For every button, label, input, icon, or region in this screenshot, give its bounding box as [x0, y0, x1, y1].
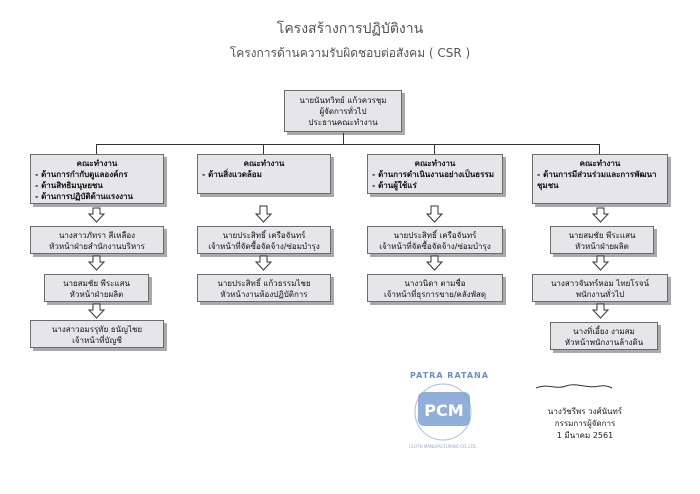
team-item: - ด้านผู้ใช้แร่	[372, 181, 417, 190]
signer-name: นางวัชรีพร วงศ์นันทร์	[547, 407, 623, 416]
team-box-governance: คณะทำงาน - ด้านการกำกับดูแลองค์กร - ด้าน…	[30, 154, 164, 204]
down-arrow-icon	[87, 303, 106, 319]
connector-trunk	[343, 133, 344, 145]
connector-bus	[96, 144, 600, 145]
down-arrow-icon	[591, 303, 610, 319]
person-name: นายสมชัย พีระแสน	[63, 279, 130, 288]
person-title: หัวหน้าฝ่ายผลิต	[69, 290, 124, 299]
team-item: - ด้านการกำกับดูแลองค์กร	[35, 170, 128, 179]
page-title: โครงสร้างการปฏิบัติงาน	[276, 21, 424, 37]
person-name: นายประสิทธิ์ เครือจันทร์	[393, 231, 477, 240]
down-arrow-icon	[425, 205, 444, 223]
person-name: นายสมชัย พีระแสน	[568, 231, 636, 240]
connector-col3	[434, 144, 435, 154]
person-box: นางสาวอมรรุทัย ธนัญไชย เจ้าหน้าที่บัญชี	[30, 320, 164, 348]
person-title: เจ้าหน้าที่จัดซื้อจัดจ้าง/ซ่อมบำรุง	[379, 242, 491, 251]
team-heading: คณะทำงาน	[76, 159, 118, 168]
team-heading: คณะทำงาน	[243, 159, 285, 168]
person-title: หัวหน้างานห้องปฏิบัติการ	[220, 290, 308, 299]
down-arrow-icon	[591, 255, 610, 271]
company-logo: PCM CLOTH MANUFACTURING CO.,LTD.	[409, 383, 477, 449]
person-name: นางสาวภัทรา สีเหลือง	[58, 231, 136, 240]
team-box-community: คณะทำงาน - ด้านการมีส่วนร่วมและการพัฒนา …	[532, 154, 668, 204]
page-subtitle: โครงการด้านความรับผิดชอบต่อสังคม ( CSR )	[229, 46, 471, 60]
down-arrow-icon	[254, 255, 273, 271]
person-box: นางทิ่เอี้ยง งามสม หัวหน้าพนักงานล้างดิน	[550, 322, 658, 350]
person-title: เจ้าหน้าที่บัญชี	[72, 336, 122, 345]
down-arrow-icon	[87, 207, 106, 223]
connector-col4	[599, 144, 600, 154]
person-box: นายประสิทธิ์ เครือจันทร์ เจ้าหน้าที่จัดซ…	[367, 226, 503, 254]
person-box: นางวนิดา ตามชื่อ เจ้าหน้าที่ธุรการขาย/คล…	[367, 274, 503, 302]
person-box: นายประสิทธิ์ เครือจันทร์ เจ้าหน้าที่จัดซ…	[197, 226, 331, 254]
connector-col1	[96, 144, 97, 154]
down-arrow-icon	[254, 205, 273, 223]
person-title: หัวหน้าฝ่ายผลิต	[575, 242, 629, 251]
person-box: นายสมชัย พีระแสน หัวหน้าฝ่ายผลิต	[550, 226, 654, 254]
team-heading: คณะทำงาน	[579, 159, 621, 168]
chairman-box: นายนันทวิทย์ แก้วควรชุม ผู้จัดการทั่วไป …	[284, 90, 402, 132]
person-name: นางทิ่เอี้ยง งามสม	[573, 327, 635, 336]
down-arrow-icon	[87, 255, 106, 271]
team-item: - ด้านการปฏิบัติด้านแรงงาน	[35, 192, 133, 201]
chairman-position: ผู้จัดการทั่วไป	[319, 107, 367, 116]
person-title: เจ้าหน้าที่ธุรการขาย/คลังพัสดุ	[383, 290, 487, 299]
team-box-fair-operations: คณะทำงาน - ด้านการดำเนินงานอย่างเป็นธรรม…	[367, 154, 503, 194]
down-arrow-icon	[591, 207, 610, 223]
logo-ring-text: CLOTH MANUFACTURING CO.,LTD.	[409, 444, 477, 449]
person-name: นางวนิดา ตามชื่อ	[404, 279, 466, 288]
person-box: นางสาวจันทร์หอม ไทยโรจน์ พนักงานทั่วไป	[532, 274, 668, 302]
team-heading: คณะทำงาน	[414, 159, 456, 168]
person-title: หัวหน้าพนักงานล้างดิน	[564, 338, 644, 347]
team-item: - ด้านสิ่งแวดล้อม	[202, 170, 262, 179]
team-item: ชุมชน	[537, 181, 559, 190]
person-name: นายประสิทธิ์ แก้วธรรมไชย	[217, 279, 311, 288]
person-name: นายประสิทธิ์ เครือจันทร์	[222, 231, 306, 240]
team-item: - ด้านการมีส่วนร่วมและการพัฒนา	[537, 170, 657, 179]
person-name: นางสาวจันทร์หอม ไทยโรจน์	[550, 279, 650, 288]
signer-position: กรรมการผู้จัดการ	[554, 419, 616, 428]
chairman-role: ประธานคณะทำงาน	[308, 118, 378, 127]
person-box: นายประสิทธิ์ แก้วธรรมไชย หัวหน้างานห้องป…	[197, 274, 331, 302]
person-title: หัวหน้าฝ่ายสำนักงานบริหาร	[49, 242, 145, 251]
chairman-name: นายนันทวิทย์ แก้วควรชุม	[299, 96, 387, 105]
person-box: นายสมชัย พีระแสน หัวหน้าฝ่ายผลิต	[44, 274, 149, 302]
person-box: นางสาวภัทรา สีเหลือง หัวหน้าฝ่ายสำนักงาน…	[30, 226, 164, 254]
sign-date: 1 มีนาคม 2561	[556, 431, 614, 440]
person-title: เจ้าหน้าที่จัดซื้อจัดจ้าง/ซ่อมบำรุง	[208, 242, 320, 251]
person-name: นางสาวอมรรุทัย ธนัญไชย	[51, 325, 143, 334]
team-item: - ด้านการดำเนินงานอย่างเป็นธรรม	[372, 170, 495, 179]
team-item: - ด้านสิทธิมนุษยชน	[35, 181, 103, 190]
down-arrow-icon	[425, 255, 444, 271]
connector-col2	[263, 144, 264, 154]
team-box-environment: คณะทำงาน - ด้านสิ่งแวดล้อม	[197, 154, 331, 194]
person-title: พนักงานทั่วไป	[575, 290, 625, 299]
logo-monogram: PCM	[424, 401, 463, 420]
signature-block: นางวัชรีพร วงศ์นันทร์ กรรมการผู้จัดการ 1…	[525, 406, 645, 442]
logo-top-text: PATRA RATANA	[410, 371, 489, 380]
signature-mark	[535, 384, 613, 389]
